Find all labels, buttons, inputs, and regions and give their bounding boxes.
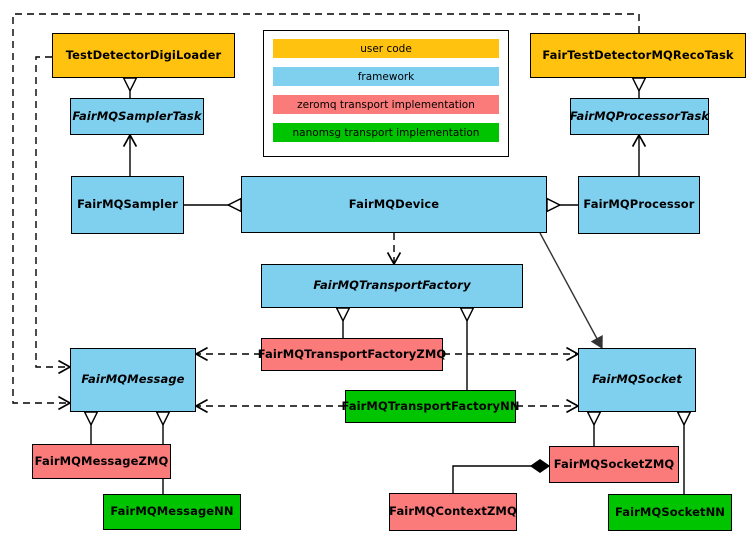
- node-label: FairMQProcessorTask: [569, 108, 710, 123]
- node-label: FairMQMessageZMQ: [34, 453, 169, 468]
- edge-group-composition: [452, 459, 551, 493]
- node-fairmq-message-zmq[interactable]: FairMQMessageZMQ: [32, 444, 171, 479]
- edge-group-association: [130, 135, 639, 348]
- node-test-detector-digi-loader[interactable]: TestDetectorDigiLoader: [52, 33, 235, 78]
- node-fairmq-socket-nn[interactable]: FairMQSocketNN: [608, 494, 732, 531]
- node-label: FairMQMessage: [81, 372, 185, 387]
- node-label: FairMQSocketZMQ: [553, 456, 675, 471]
- edge-digiloader-to-message: [35, 56, 70, 367]
- node-label: FairMQTransportFactoryNN: [341, 398, 520, 413]
- node-fairmq-message-nn[interactable]: FairMQMessageNN: [103, 494, 241, 530]
- node-label: FairMQContextZMQ: [389, 504, 517, 519]
- node-fairmq-transport-factory[interactable]: FairMQTransportFactory: [261, 264, 523, 308]
- node-label: FairMQDevice: [348, 196, 440, 211]
- node-fairmq-sampler[interactable]: FairMQSampler: [71, 176, 184, 234]
- node-label: FairMQSocket: [592, 372, 682, 387]
- node-label: FairMQSocketNN: [614, 504, 726, 519]
- node-fairmq-device[interactable]: FairMQDevice: [241, 176, 547, 233]
- node-fairmq-message[interactable]: FairMQMessage: [70, 348, 196, 412]
- node-fairmq-socket-zmq[interactable]: FairMQSocketZMQ: [549, 446, 679, 483]
- legend-item-user-code: user code: [273, 39, 499, 58]
- node-fairmq-socket[interactable]: FairMQSocket: [578, 348, 696, 412]
- legend-item-framework: framework: [273, 67, 499, 86]
- legend-label: zeromq transport implementation: [297, 98, 475, 111]
- node-fairmq-transport-factory-nn[interactable]: FairMQTransportFactoryNN: [341, 390, 519, 423]
- node-label: FairTestDetectorMQRecoTask: [542, 47, 734, 62]
- node-label: FairMQProcessor: [583, 197, 695, 212]
- node-fairmq-transport-factory-zmq[interactable]: FairMQTransportFactoryZMQ: [258, 338, 446, 371]
- node-fairmq-processor[interactable]: FairMQProcessor: [578, 176, 700, 234]
- legend-panel: user code framework zeromq transport imp…: [263, 30, 509, 157]
- legend-label: user code: [360, 42, 412, 55]
- legend-item-zeromq: zeromq transport implementation: [273, 95, 499, 114]
- node-label: TestDetectorDigiLoader: [65, 47, 222, 62]
- legend-item-nanomsg: nanomsg transport implementation: [273, 123, 499, 142]
- node-label: FairMQSamplerTask: [72, 108, 202, 123]
- node-fairmq-processor-task[interactable]: FairMQProcessorTask: [570, 98, 709, 135]
- legend-label: nanomsg transport implementation: [292, 126, 480, 139]
- node-fairmq-context-zmq[interactable]: FairMQContextZMQ: [389, 493, 517, 531]
- node-label: FairMQSampler: [77, 197, 178, 212]
- edge-contextzmq-to-socketzmq: [452, 459, 551, 493]
- edge-device-to-socket: [539, 232, 602, 348]
- node-label: FairMQMessageNN: [110, 504, 234, 519]
- node-label: FairMQTransportFactoryZMQ: [257, 346, 447, 361]
- node-fair-test-detector-mq-reco-task[interactable]: FairTestDetectorMQRecoTask: [530, 33, 746, 78]
- legend-label: framework: [357, 70, 415, 83]
- node-fairmq-sampler-task[interactable]: FairMQSamplerTask: [70, 98, 204, 135]
- node-label: FairMQTransportFactory: [313, 278, 471, 293]
